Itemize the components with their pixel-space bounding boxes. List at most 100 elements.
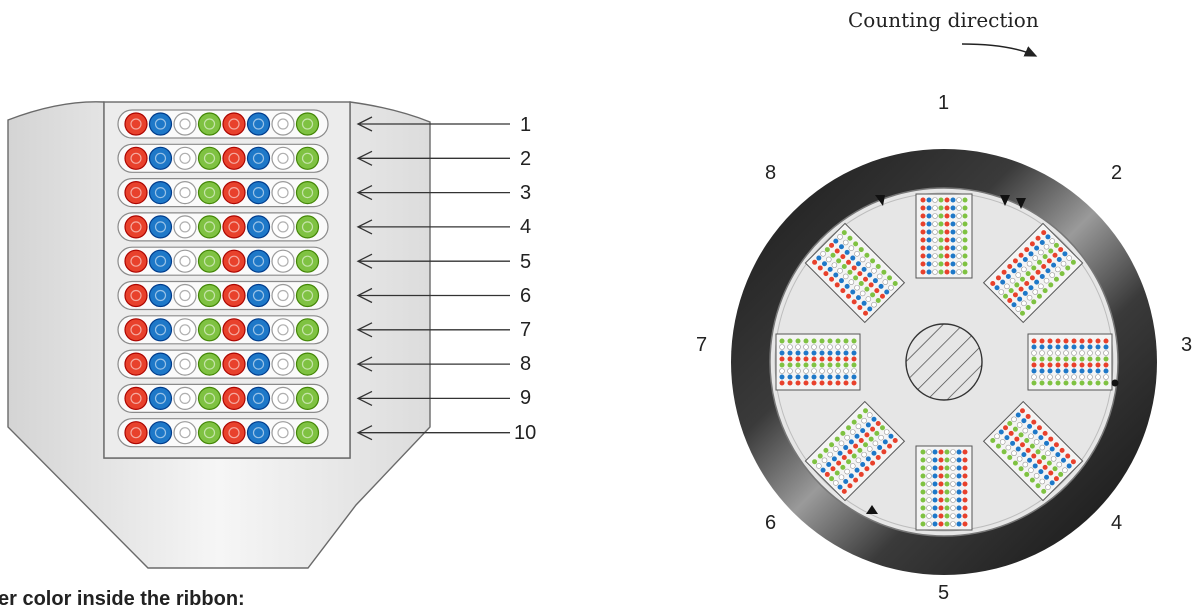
fiber-red bbox=[222, 318, 246, 342]
fiber-green bbox=[295, 215, 320, 239]
fiber-blue bbox=[148, 146, 173, 170]
position-label-5: 5 bbox=[938, 582, 949, 604]
fiber-red bbox=[124, 146, 148, 170]
fiber-white bbox=[173, 249, 197, 273]
fiber-blue bbox=[148, 386, 173, 410]
position-label-6: 6 bbox=[765, 512, 776, 534]
inner-tube-edge bbox=[774, 192, 1114, 532]
fiber-red bbox=[222, 386, 246, 410]
ribbon-arrow bbox=[356, 425, 510, 441]
fiber-red bbox=[222, 283, 246, 308]
ribbon-row bbox=[117, 212, 329, 242]
fiber-blue bbox=[148, 249, 173, 273]
ribbon-row bbox=[117, 143, 329, 173]
position-label-4: 4 bbox=[1111, 512, 1122, 534]
ribbon-rows bbox=[117, 109, 329, 448]
ribbon-row bbox=[117, 280, 329, 311]
fiber-blue bbox=[148, 318, 173, 342]
ribbon-stack bbox=[982, 222, 1084, 324]
fiber-blue bbox=[148, 352, 173, 376]
fiber-blue bbox=[148, 181, 173, 205]
ribbon-label-arrows bbox=[356, 116, 510, 441]
fiber-green bbox=[295, 283, 320, 308]
fiber-blue bbox=[148, 112, 173, 136]
fiber-green bbox=[197, 283, 222, 308]
ribbon-row bbox=[117, 315, 329, 345]
fiber-green bbox=[295, 352, 320, 376]
fiber-blue bbox=[246, 318, 271, 342]
fiber-blue bbox=[246, 421, 271, 445]
fiber-green bbox=[197, 421, 222, 445]
ribbon-stack bbox=[804, 222, 906, 324]
ribbon-label-8: 8 bbox=[520, 353, 531, 375]
fiber-white bbox=[173, 283, 197, 308]
ribbon-arrow bbox=[356, 390, 510, 406]
fiber-red bbox=[124, 386, 148, 410]
fiber-red bbox=[124, 352, 148, 376]
ribbon-stack bbox=[1027, 333, 1113, 391]
fiber-red bbox=[222, 421, 246, 445]
position-label-7: 7 bbox=[696, 334, 707, 356]
fiber-white bbox=[271, 249, 295, 273]
ribbon-label-1: 1 bbox=[520, 114, 531, 136]
position-label-8: 8 bbox=[765, 162, 776, 184]
ribbon-label-7: 7 bbox=[520, 319, 531, 341]
fiber-white bbox=[173, 215, 197, 239]
fiber-green bbox=[197, 318, 222, 342]
ribbon-arrow bbox=[356, 322, 510, 338]
fiber-red bbox=[124, 318, 148, 342]
fiber-blue bbox=[246, 112, 271, 136]
ribbon-arrow bbox=[356, 253, 510, 269]
fiber-green bbox=[295, 386, 320, 410]
ribbon-row bbox=[117, 246, 329, 276]
fiber-white bbox=[173, 421, 197, 445]
fiber-blue bbox=[246, 146, 271, 170]
fiber-blue bbox=[246, 352, 271, 376]
ribbon-arrow bbox=[356, 356, 510, 372]
fiber-green bbox=[197, 181, 222, 205]
fiber-white bbox=[271, 283, 295, 308]
ribbon-arrow bbox=[356, 150, 510, 166]
fiber-white bbox=[271, 352, 295, 376]
ribbon-label-6: 6 bbox=[520, 285, 531, 307]
fiber-blue bbox=[246, 181, 271, 205]
ribbon-row bbox=[117, 418, 329, 448]
fiber-white bbox=[173, 352, 197, 376]
fiber-blue bbox=[148, 215, 173, 239]
fiber-white bbox=[271, 421, 295, 445]
fiber-white bbox=[271, 215, 295, 239]
ribbon-arrow bbox=[356, 185, 510, 201]
counting-direction-label: Counting direction bbox=[848, 8, 1039, 32]
fiber-green bbox=[295, 146, 320, 170]
fiber-red bbox=[222, 181, 246, 205]
fiber-red bbox=[124, 215, 148, 239]
fiber-white bbox=[173, 146, 197, 170]
counting-direction-arrow bbox=[961, 43, 1038, 57]
ribbon-stack-panel: 1 2 3 4 5 6 7 8 9 10 er color inside the… bbox=[0, 101, 536, 605]
fiber-red bbox=[222, 249, 246, 273]
fiber-green bbox=[295, 318, 320, 342]
fiber-red bbox=[124, 249, 148, 273]
fiber-white bbox=[271, 318, 295, 342]
position-label-3: 3 bbox=[1181, 334, 1192, 356]
fiber-red bbox=[124, 283, 148, 308]
ribbon-row bbox=[117, 109, 329, 139]
fiber-red bbox=[124, 181, 148, 205]
marker-dot bbox=[1111, 379, 1119, 387]
ribbon-stack bbox=[915, 445, 973, 531]
color-caption: er color inside the ribbon: bbox=[0, 588, 245, 605]
ribbon-stack bbox=[804, 400, 906, 502]
position-label-2: 2 bbox=[1111, 162, 1122, 184]
ribbon-row bbox=[117, 349, 329, 379]
fiber-white bbox=[271, 386, 295, 410]
position-label-1: 1 bbox=[938, 92, 949, 114]
fiber-red bbox=[222, 215, 246, 239]
fiber-green bbox=[197, 249, 222, 273]
marker-triangle-3 bbox=[1016, 198, 1026, 209]
ribbon-labels: 1 2 3 4 5 6 7 8 9 10 bbox=[514, 114, 536, 444]
fiber-red bbox=[124, 112, 148, 136]
fiber-white bbox=[271, 146, 295, 170]
fiber-green bbox=[197, 112, 222, 136]
